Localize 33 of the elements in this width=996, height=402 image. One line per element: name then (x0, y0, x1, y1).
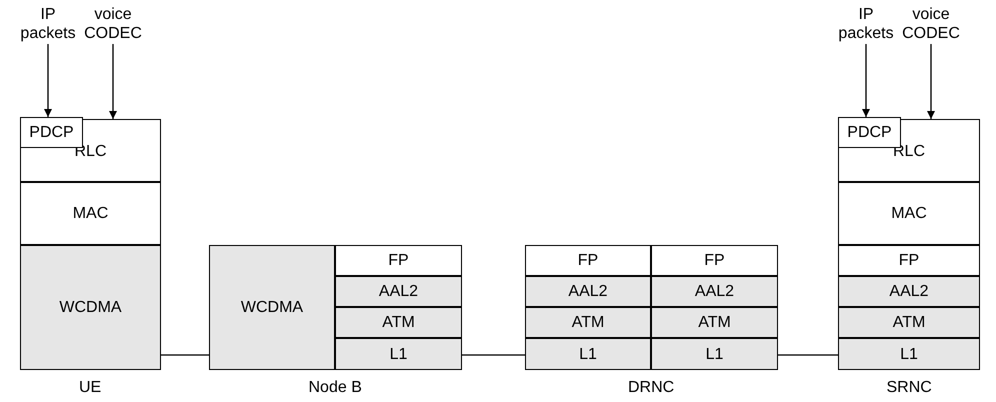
protocol-layer-box: WCDMA (20, 245, 161, 370)
protocol-layer-box: FP (838, 245, 980, 276)
protocol-layer-box: AAL2 (525, 276, 651, 307)
link-line (778, 354, 838, 356)
protocol-layer-box: FP (335, 245, 462, 276)
protocol-layer-box: ATM (525, 307, 651, 338)
protocol-layer-box: L1 (525, 338, 651, 370)
link-line (462, 354, 525, 356)
protocol-layer-box: L1 (335, 338, 462, 370)
arrow (927, 44, 935, 119)
protocol-layer-box: L1 (838, 338, 980, 370)
protocol-layer-box: MAC (20, 182, 161, 245)
stack-label: UE (79, 378, 102, 397)
protocol-layer-box: PDCP (838, 117, 901, 148)
link-line (161, 354, 209, 356)
protocol-layer-box: ATM (651, 307, 778, 338)
stack-label: DRNC (628, 378, 674, 397)
protocol-layer-box: PDCP (20, 117, 83, 148)
protocol-layer-box: FP (651, 245, 778, 276)
protocol-layer-box: MAC (838, 182, 980, 245)
stack-label: Node B (308, 378, 362, 397)
protocol-layer-box: AAL2 (651, 276, 778, 307)
arrow (44, 44, 52, 117)
protocol-layer-box: AAL2 (335, 276, 462, 307)
protocol-layer-box: ATM (838, 307, 980, 338)
protocol-layer-box: WCDMA (209, 245, 335, 370)
protocol-layer-box: L1 (651, 338, 778, 370)
protocol-layer-box: AAL2 (838, 276, 980, 307)
arrow (109, 44, 117, 119)
stack-label: SRNC (886, 378, 932, 397)
protocol-layer-box: FP (525, 245, 651, 276)
protocol-layer-box: ATM (335, 307, 462, 338)
arrow (862, 44, 870, 117)
